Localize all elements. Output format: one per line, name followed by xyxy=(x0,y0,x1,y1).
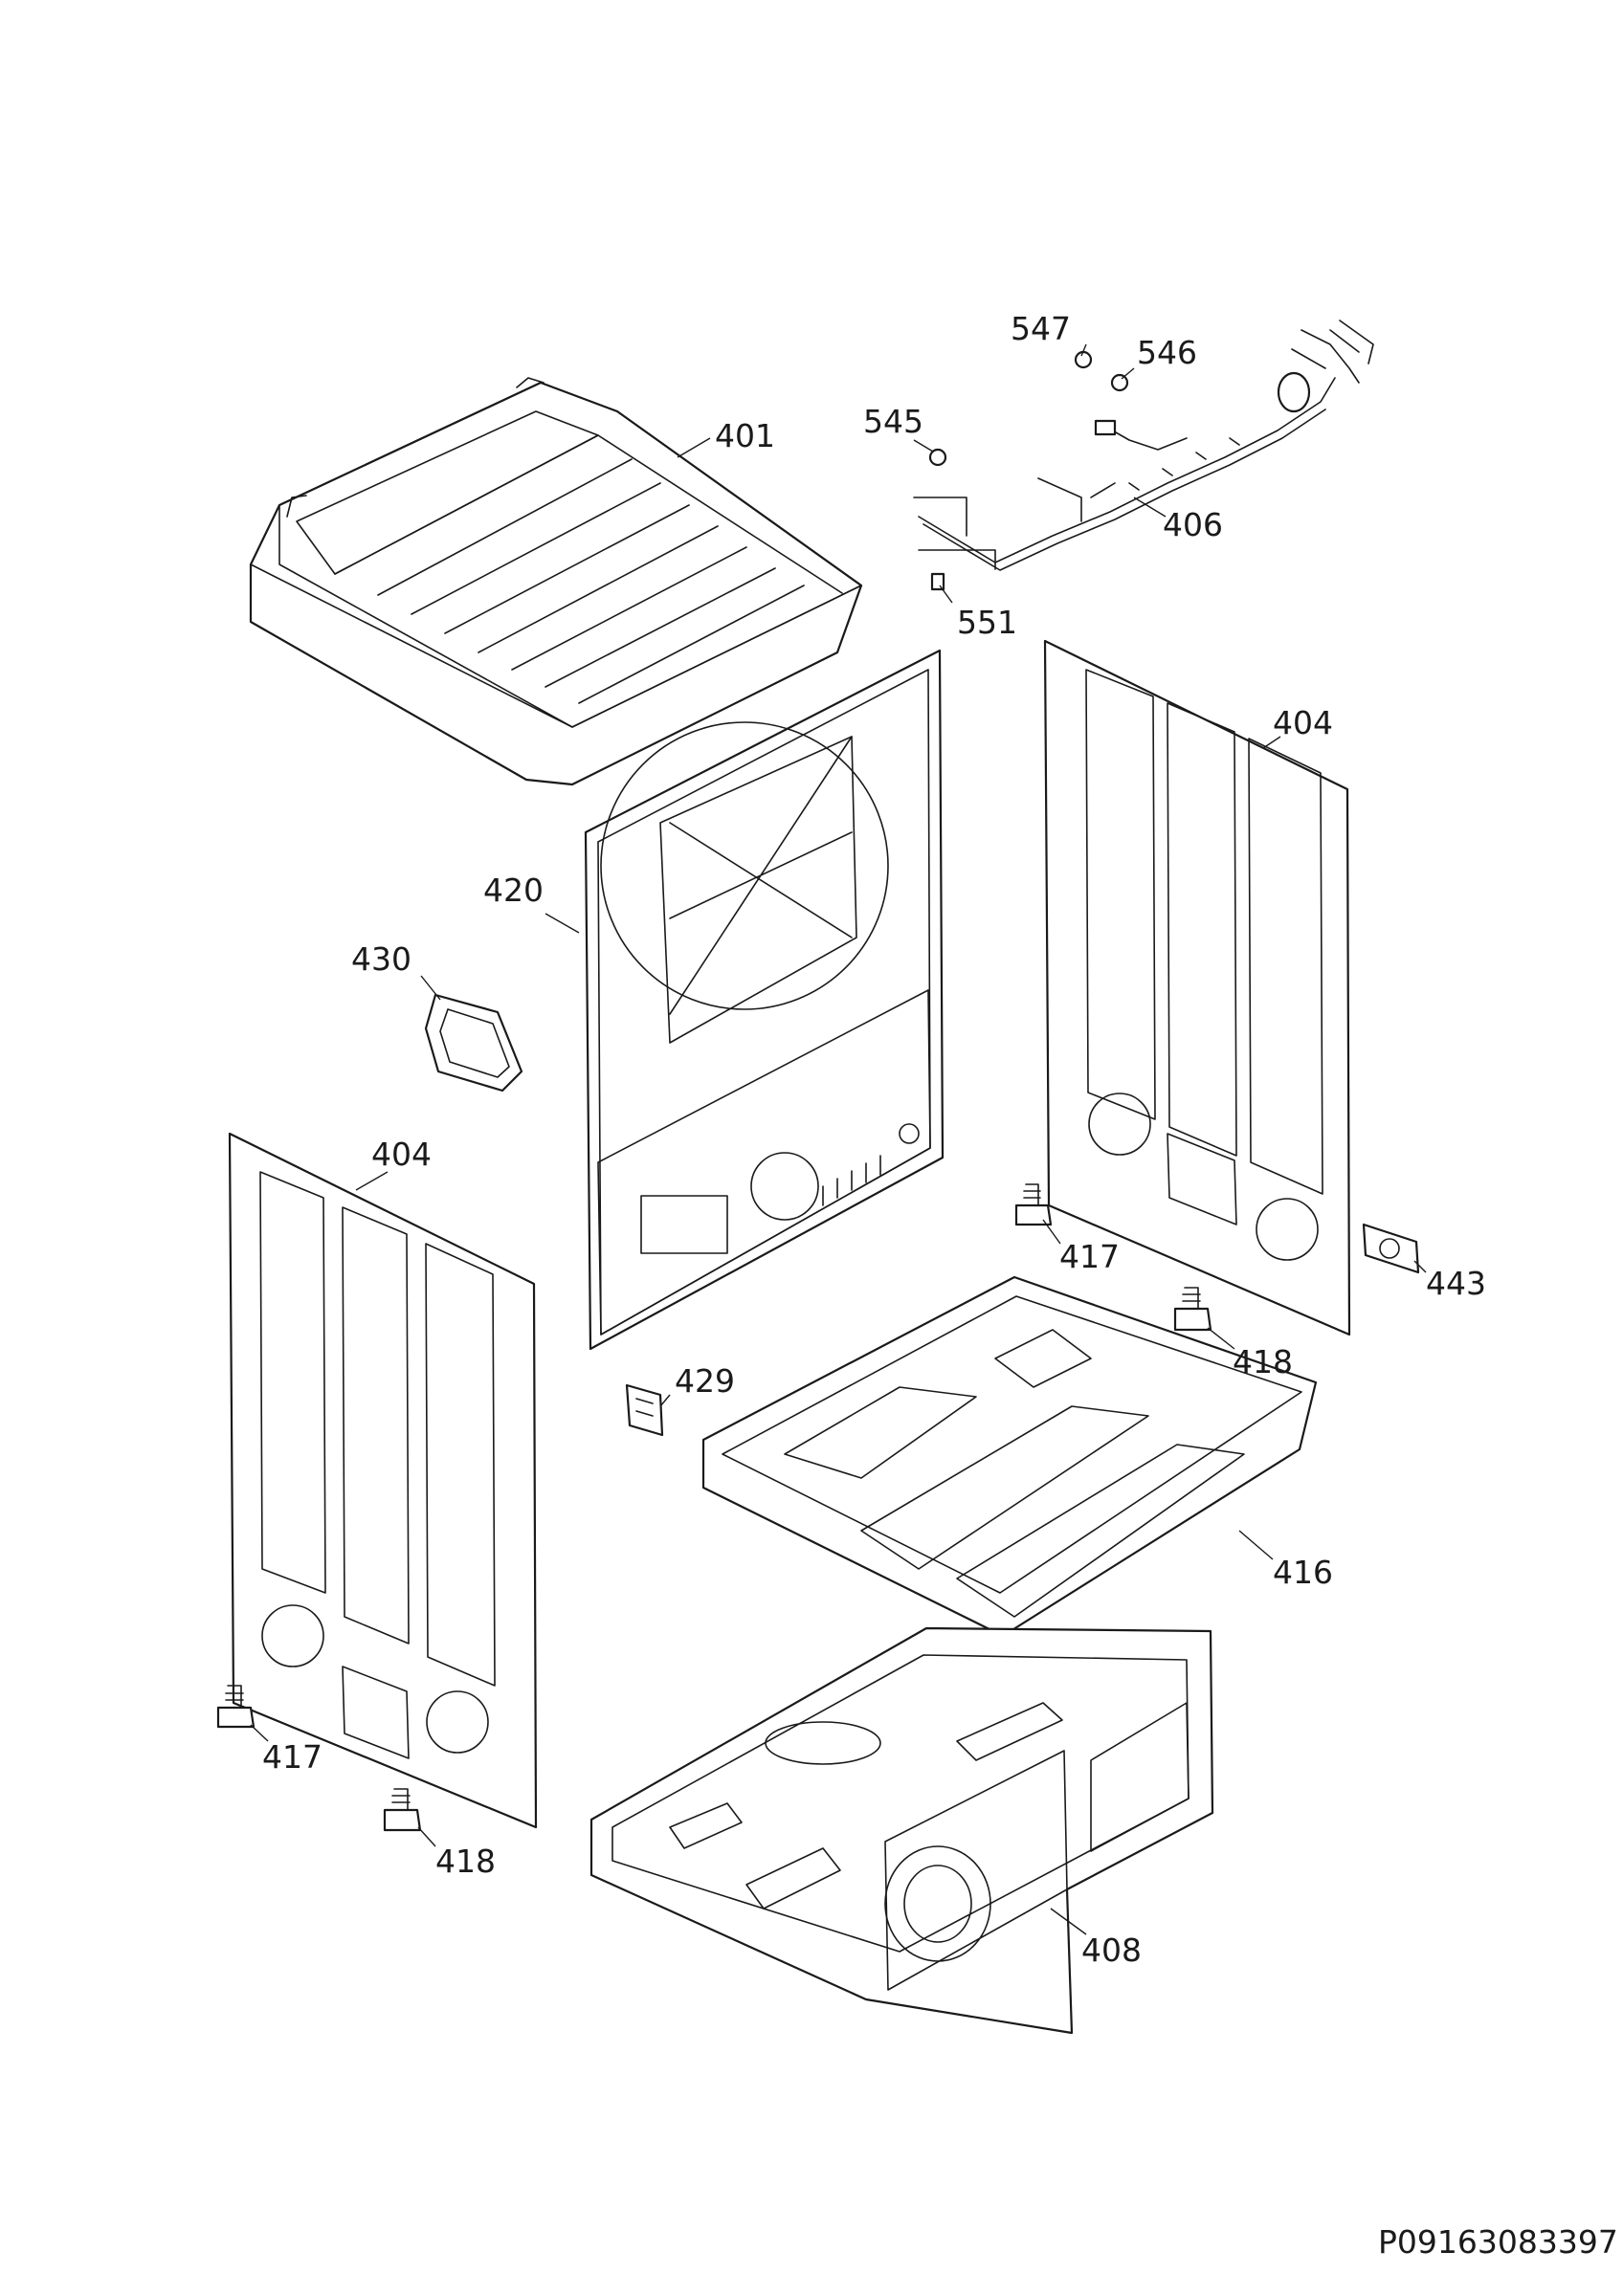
part-base-frame xyxy=(589,1626,1214,2035)
callout-430: 430 xyxy=(351,940,411,978)
callout-420: 420 xyxy=(483,872,544,909)
callouts: 547 546 545 401 406 551 404 420 430 404 … xyxy=(262,310,1486,1969)
part-wiring-harness xyxy=(913,320,1374,571)
callout-418-right: 418 xyxy=(1233,1343,1293,1380)
part-rear-panel xyxy=(584,649,945,1351)
part-foot-417-right xyxy=(1014,1183,1053,1226)
part-sensor-551 xyxy=(930,572,945,591)
callout-404-right: 404 xyxy=(1273,704,1333,741)
part-base-plate xyxy=(701,1275,1318,1638)
callout-417-left: 417 xyxy=(262,1738,322,1776)
part-foot-418-left xyxy=(383,1788,422,1832)
part-gasket xyxy=(424,993,523,1093)
callout-401: 401 xyxy=(715,417,775,454)
callout-418-left: 418 xyxy=(435,1843,496,1880)
callout-408: 408 xyxy=(1081,1932,1142,1969)
callout-416: 416 xyxy=(1273,1554,1333,1591)
part-side-panel-right xyxy=(1043,639,1351,1336)
document-number: P09163083397 xyxy=(1378,2223,1618,2261)
leader-lines xyxy=(250,343,1427,1935)
part-top-cover xyxy=(249,377,863,786)
part-clip-429 xyxy=(625,1383,664,1437)
callout-404-left: 404 xyxy=(371,1136,432,1173)
part-bracket-443 xyxy=(1362,1223,1420,1274)
callout-417-right: 417 xyxy=(1059,1238,1120,1275)
callout-429: 429 xyxy=(675,1362,735,1400)
callout-547: 547 xyxy=(1011,310,1071,347)
callout-551: 551 xyxy=(957,604,1017,641)
part-thermostat-546 xyxy=(1110,373,1129,392)
part-side-panel-left xyxy=(228,1132,538,1829)
callout-406: 406 xyxy=(1163,506,1223,543)
callout-443: 443 xyxy=(1426,1265,1486,1302)
part-thermostat-545 xyxy=(928,448,947,467)
callout-546: 546 xyxy=(1137,334,1197,371)
part-thermostat-547 xyxy=(1074,350,1093,369)
part-foot-418-right xyxy=(1173,1287,1212,1332)
callout-545: 545 xyxy=(863,403,923,440)
